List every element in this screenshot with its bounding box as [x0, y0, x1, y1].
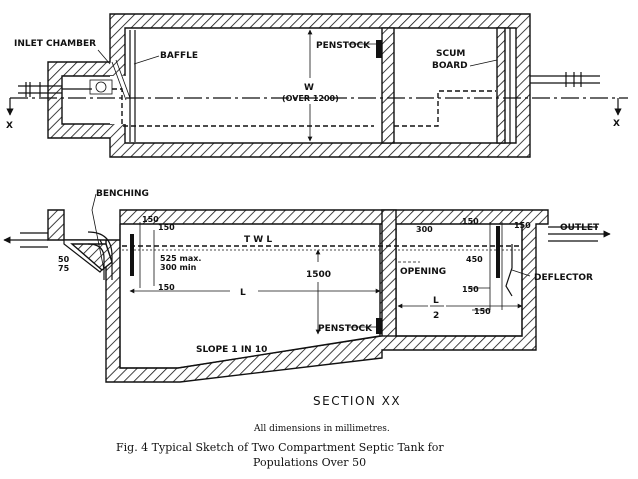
benching-leader — [91, 193, 105, 271]
penstock-plan — [376, 40, 382, 58]
section-partition-wall — [381, 209, 397, 337]
half-length-numerator: L — [433, 296, 439, 306]
benching-label: BENCHING — [96, 189, 149, 199]
dim-150-g: 150 — [474, 307, 491, 316]
dim-150-f: 150 — [462, 285, 479, 294]
section-title: SECTION XX — [313, 394, 401, 408]
dim-150-a: 150 — [142, 215, 159, 224]
scum-board-section — [496, 226, 500, 278]
dim-150-c: 150 — [158, 283, 175, 292]
scum-board-plan — [496, 27, 506, 144]
outlet-label: OUTLET — [560, 223, 600, 233]
inlet-chamber-label: INLET CHAMBER — [14, 39, 96, 49]
opening-label: OPENING — [400, 267, 446, 277]
dim-75: 75 — [58, 264, 70, 273]
section-view: BENCHING OUTLET T W L OPENING DEFLECTOR … — [3, 189, 611, 383]
half-length-denominator: 2 — [433, 311, 439, 321]
flow-path-plan — [112, 88, 374, 127]
caption-line-1: Fig. 4 Typical Sketch of Two Compartment… — [116, 441, 444, 454]
dim-50: 50 — [58, 255, 70, 264]
scum-board-label-1: SCUM — [436, 49, 465, 59]
length-label: L — [240, 288, 246, 298]
dim-300: 300 — [416, 225, 433, 234]
twl-label: T W L — [244, 235, 272, 245]
dimensions-note: All dimensions in millimetres. — [253, 424, 390, 434]
dim-150-b: 150 — [158, 223, 175, 232]
baffle-section — [130, 234, 134, 276]
penstock-plan-label: PENSTOCK — [316, 41, 371, 51]
section-outer-wall — [47, 209, 549, 383]
penstock-section — [376, 318, 382, 334]
dim-150-e: 150 — [514, 221, 531, 230]
slope-label: SLOPE 1 IN 10 — [196, 345, 267, 355]
deflector-label: DEFLECTOR — [534, 273, 593, 283]
dim-450: 450 — [466, 255, 483, 264]
penstock-section-label: PENSTOCK — [318, 324, 373, 334]
depth-label: 1500 — [306, 270, 331, 280]
section-mark-left: X — [6, 121, 13, 131]
section-mark-right: X — [613, 119, 620, 129]
width-label: W — [304, 83, 314, 93]
plan-view: INLET CHAMBER BAFFLE PENSTOCK W (OVER 12… — [6, 13, 628, 158]
dim-150-d: 150 — [462, 217, 479, 226]
baffle-label: BAFFLE — [160, 51, 198, 61]
plan-partition-wall — [381, 27, 395, 144]
width-note: (OVER 1200) — [282, 94, 339, 103]
deflector-section — [505, 244, 513, 297]
caption-line-2: Populations Over 50 — [253, 456, 366, 469]
max-drop-label: 525 max. — [160, 254, 201, 263]
scum-board-label-2: BOARD — [432, 61, 468, 71]
inlet-opening — [110, 76, 126, 124]
min-drop-label: 300 min — [160, 263, 197, 272]
